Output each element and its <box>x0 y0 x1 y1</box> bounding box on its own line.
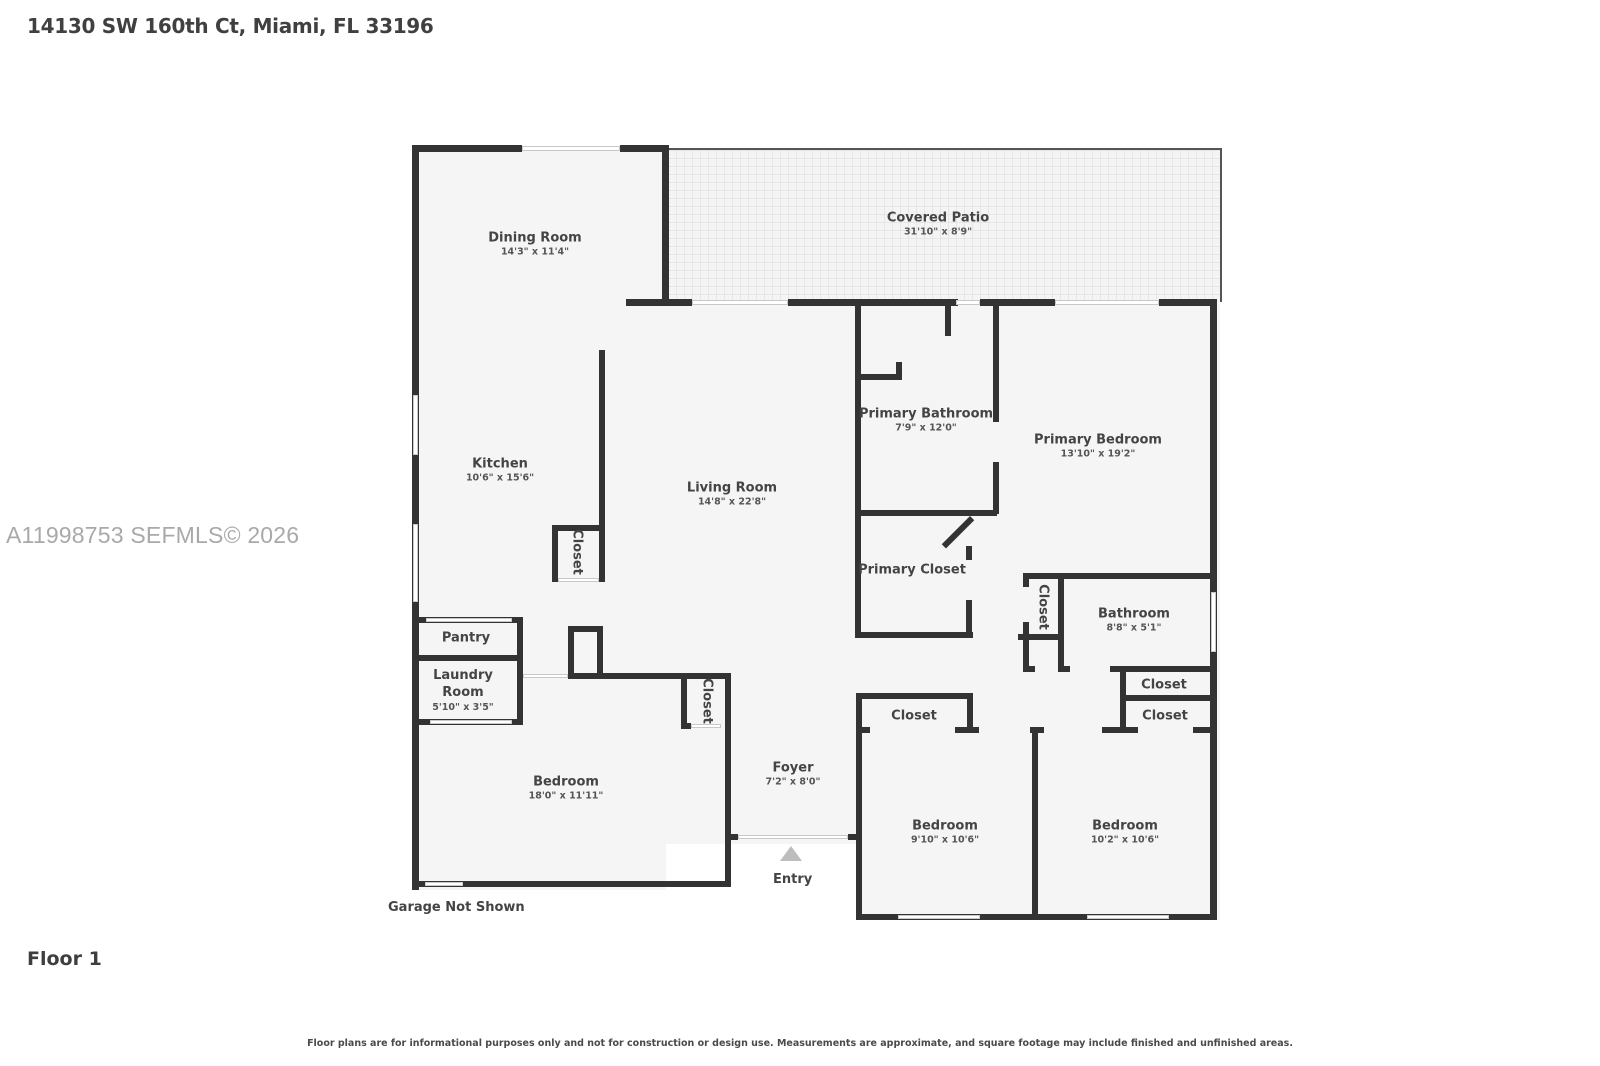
wall <box>1018 634 1064 640</box>
wall <box>412 145 522 152</box>
wall <box>855 510 997 516</box>
wall <box>945 302 951 336</box>
window <box>425 882 463 886</box>
wall <box>1023 622 1029 672</box>
wall <box>980 299 1055 306</box>
wall <box>412 145 419 890</box>
window <box>413 524 418 602</box>
garage-note: Garage Not Shown <box>388 900 525 915</box>
room-kitchen-closet: Closet <box>569 529 585 575</box>
wall <box>568 673 731 679</box>
wall <box>599 350 605 582</box>
wall <box>517 617 523 725</box>
door-opening <box>426 618 512 622</box>
window <box>956 300 980 305</box>
wall <box>966 600 972 638</box>
window <box>522 146 620 151</box>
wall <box>1159 299 1215 306</box>
wall <box>788 299 958 306</box>
entry-door <box>738 835 848 839</box>
room-primary-bedroom: Primary Bedroom 13'10" x 19'2" <box>1034 432 1162 460</box>
room-bedroom2-closet: Closet <box>891 708 937 724</box>
wall <box>597 626 603 678</box>
room-dining-room: Dining Room 14'3" x 11'4" <box>488 230 582 258</box>
room-bathroom: Bathroom 8'8" x 5'1" <box>1098 606 1170 634</box>
room-hall-closet: Closet <box>1035 584 1051 630</box>
floor-fill-left <box>416 150 666 890</box>
room-living-room: Living Room 14'8" x 22'8" <box>686 480 778 508</box>
wall <box>848 834 858 840</box>
covered-patio-area <box>668 148 1222 302</box>
wall <box>993 302 999 422</box>
window <box>1087 915 1169 919</box>
wall <box>955 727 979 733</box>
wall <box>856 727 870 733</box>
wall <box>626 299 692 306</box>
wall <box>681 723 691 729</box>
window <box>413 395 418 455</box>
wall <box>967 693 973 733</box>
window <box>1055 300 1159 305</box>
wall <box>412 655 522 661</box>
wall <box>1058 573 1064 672</box>
wall <box>412 881 731 887</box>
floor-fill-bedrooms <box>860 700 1220 920</box>
wall <box>1023 573 1029 587</box>
wall <box>1058 666 1070 672</box>
wall <box>858 374 900 380</box>
wall <box>1120 695 1217 701</box>
wall <box>1023 666 1035 672</box>
wall <box>1102 727 1138 733</box>
door-opening <box>430 720 512 724</box>
room-primary-closet: Primary Closet <box>858 562 966 578</box>
entry-label: Entry <box>773 872 813 887</box>
wall <box>856 693 973 699</box>
wall <box>1193 727 1217 733</box>
room-bedroom-closet: Closet <box>699 678 715 724</box>
door-opening <box>691 724 721 728</box>
room-kitchen: Kitchen 10'6" x 15'6" <box>465 456 535 484</box>
wall <box>856 914 1217 920</box>
room-pantry: Pantry <box>441 630 491 646</box>
wall <box>856 693 862 920</box>
room-bedroom-3: Bedroom 10'2" x 10'6" <box>1090 818 1160 846</box>
property-address: 14130 SW 160th Ct, Miami, FL 33196 <box>27 14 434 38</box>
door-opening <box>523 674 568 678</box>
wall <box>1032 730 1038 920</box>
room-laundry: Laundry Room 5'10" x 3'5" <box>432 668 494 713</box>
wall <box>855 302 861 638</box>
disclaimer: Floor plans are for informational purpos… <box>307 1038 1293 1049</box>
wall <box>662 145 669 305</box>
room-bedroom-1: Bedroom 18'0" x 11'11" <box>528 774 604 802</box>
room-closet-upper-right: Closet <box>1141 677 1187 693</box>
wall <box>728 834 738 840</box>
window <box>1211 592 1216 652</box>
floor-label: Floor 1 <box>27 948 102 970</box>
room-bedroom-2: Bedroom 9'10" x 10'6" <box>910 818 980 846</box>
room-foyer: Foyer 7'2" x 8'0" <box>765 760 821 788</box>
wall <box>896 362 902 380</box>
entry-arrow-icon <box>780 846 802 861</box>
wall <box>1110 666 1217 672</box>
wall <box>568 626 574 678</box>
window <box>692 300 788 305</box>
door-opening <box>558 578 599 582</box>
wall <box>966 546 972 560</box>
wall <box>620 145 669 152</box>
room-covered-patio: Covered Patio 31'10" x 8'9" <box>886 210 990 238</box>
wall <box>568 626 600 632</box>
wall <box>855 632 973 638</box>
mls-watermark: A11998753 SEFMLS© 2026 <box>6 522 300 548</box>
wall <box>552 525 558 582</box>
wall <box>993 462 999 514</box>
wall <box>725 673 731 887</box>
room-closet-lower-right: Closet <box>1142 708 1188 724</box>
room-primary-bathroom: Primary Bathroom 7'9" x 12'0" <box>858 406 994 434</box>
window <box>898 915 980 919</box>
wall <box>552 525 604 531</box>
wall <box>1023 573 1217 579</box>
wall <box>681 673 687 729</box>
